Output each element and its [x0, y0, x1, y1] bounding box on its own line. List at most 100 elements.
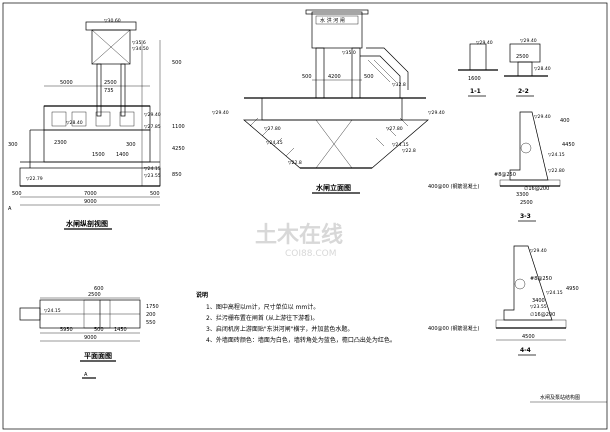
dim-label: 300: [126, 142, 136, 148]
svg-text:▽24.15: ▽24.15: [548, 152, 565, 158]
dim-label: 2500: [88, 292, 101, 298]
stair: [360, 55, 401, 98]
elev-label: ▽32.8: [392, 82, 406, 88]
pier-right: [120, 63, 126, 117]
svg-text:2500: 2500: [516, 54, 529, 60]
notes-heading: 说明: [196, 291, 208, 299]
section-label: 1-1: [470, 88, 481, 95]
elev-label: ▽24.15: [266, 140, 283, 146]
elev-label: ▽24.15: [392, 142, 409, 148]
elev-label: ▽27.80: [386, 126, 403, 132]
svg-text:▽29.40: ▽29.40: [520, 38, 537, 44]
elev-label: ▽27.85: [144, 124, 161, 130]
svg-text:#8@250: #8@250: [530, 276, 552, 282]
dim-label: 500: [302, 74, 312, 80]
elev-label: ▽30.60: [104, 18, 121, 24]
dim-label: 1400: [116, 152, 129, 158]
svg-text:400@00 (钢筋混凝土): 400@00 (钢筋混凝土): [428, 183, 479, 190]
dim-label: 2300: [54, 140, 67, 146]
dim-label: 9000: [84, 199, 97, 205]
elev-label: ▽29.40: [144, 112, 161, 118]
dim-label: 500: [150, 191, 160, 197]
dim-label: 7000: [84, 191, 97, 197]
dim-label: 500: [12, 191, 22, 197]
elev-label: ▽24.15: [44, 308, 61, 314]
dim-label: 500: [364, 74, 374, 80]
name-plaque: [315, 15, 359, 25]
svg-text:4450: 4450: [562, 142, 575, 148]
elev-label: ▽35.0: [342, 50, 356, 56]
svg-text:2500: 2500: [520, 200, 533, 206]
watermark: 土木在线 COI88.COM: [255, 222, 343, 259]
notes-block: 说明 1、图中高程以m计，尺寸单位以 mm计。 2、拦污栅布置在闸首 (从上游往…: [196, 291, 396, 344]
elev-label: ▽29.40: [212, 110, 229, 116]
section-label: 2-2: [518, 88, 529, 95]
svg-text:水 洪 河 闸: 水 洪 河 闸: [320, 17, 345, 24]
gatehouse: [91, 29, 131, 65]
dim-label: 4250: [172, 146, 185, 152]
svg-text:400@00 (钢筋混凝土): 400@00 (钢筋混凝土): [428, 325, 479, 332]
elev-label: ▽23.55: [144, 173, 161, 179]
svg-text:▽29.40: ▽29.40: [530, 248, 547, 254]
svg-text:▽24.15: ▽24.15: [546, 290, 563, 296]
svg-text:3400: 3400: [532, 298, 545, 304]
elev-label: ▽27.80: [264, 126, 281, 132]
svg-text:#8@250: #8@250: [494, 172, 516, 178]
tower: [311, 11, 363, 49]
view-title: 水闸立面图: [316, 183, 351, 192]
elev-label: ▽22.8: [402, 148, 416, 154]
svg-text:土木在线: 土木在线: [255, 222, 343, 248]
svg-text:▽29.40: ▽29.40: [476, 40, 493, 46]
elev-label: ▽35.6: [132, 40, 146, 46]
dim-label: 850: [172, 172, 182, 178]
section-4-4: ▽29.40 ▽23.55 ▽24.15 4500 3400 4950 #8@2…: [428, 245, 579, 356]
dim-label: 1750: [146, 304, 159, 310]
svg-text:∅16@200: ∅16@200: [524, 186, 549, 192]
elev-label: ▽28.40: [66, 120, 83, 126]
section-mark: A: [84, 372, 88, 378]
svg-text:COI88.COM: COI88.COM: [285, 249, 336, 259]
svg-text:▽23.55: ▽23.55: [530, 304, 547, 310]
svg-text:1600: 1600: [468, 76, 481, 82]
note-item: 2、拦污栅布置在闸首 (从上游往下游看)。: [206, 314, 318, 322]
pier-left: [96, 63, 102, 117]
dim-label: 500: [172, 60, 182, 66]
plan-view: ▽24.15 5950 9000 2500 1450 500 600 1750 …: [19, 286, 159, 379]
elev-label: ▽24.15: [144, 166, 161, 172]
dim-label: 5950: [60, 327, 73, 333]
section-3-3: ▽29.40 ▽24.15 ▽22.80 400 3300 2500 4450 …: [428, 111, 575, 222]
dim-label: 735: [104, 88, 114, 94]
svg-text:∅16@200: ∅16@200: [530, 312, 555, 318]
longitudinal-section-view: ▽35.6 ▽34.50 ▽30.60 ▽28.40 ▽27.85 ▽29.40…: [8, 18, 185, 230]
elev-label: ▽29.40: [428, 110, 445, 116]
section-2-2: ▽29.40 2500 ▽28.40 2-2: [504, 38, 551, 97]
dim-label: 1500: [92, 152, 105, 158]
dim-label: 550: [146, 320, 156, 326]
dim-label: 9000: [84, 335, 97, 341]
dim-label: 1450: [114, 327, 127, 333]
section-mark: A: [8, 206, 12, 212]
dim-label: 300: [8, 142, 18, 148]
svg-text:▽29.40: ▽29.40: [534, 114, 551, 120]
dim-label: 1100: [172, 124, 185, 130]
tower-column: [315, 47, 325, 99]
svg-text:400: 400: [560, 118, 570, 124]
note-item: 1、图中高程以m计，尺寸单位以 mm计。: [206, 303, 319, 311]
elev-label: ▽34.50: [132, 46, 149, 52]
section-1-1: ▽29.40 1600 1-1: [458, 40, 498, 97]
section-label: 4-4: [520, 347, 531, 354]
svg-text:4950: 4950: [566, 286, 579, 292]
sheet-title: 水闸及泵站结构图: [540, 394, 580, 401]
dim-label: 4200: [328, 74, 341, 80]
dim-label: 600: [94, 286, 104, 292]
svg-text:▽28.40: ▽28.40: [534, 66, 551, 72]
note-item: 3、启闭机房上游面贴"东洪河闸"横字，并加蓝色水题。: [206, 325, 353, 333]
view-title: 水闸纵剖视图: [66, 219, 108, 228]
dim-label: 5000: [60, 80, 73, 86]
dim-label: 200: [146, 312, 156, 318]
elev-label: ▽22.79: [26, 176, 43, 182]
svg-text:4500: 4500: [522, 334, 535, 340]
note-item: 4、外墙面砖颜色：墙面为白色，墙转角处为蓝色，檐口凸出处为红色。: [206, 336, 396, 344]
